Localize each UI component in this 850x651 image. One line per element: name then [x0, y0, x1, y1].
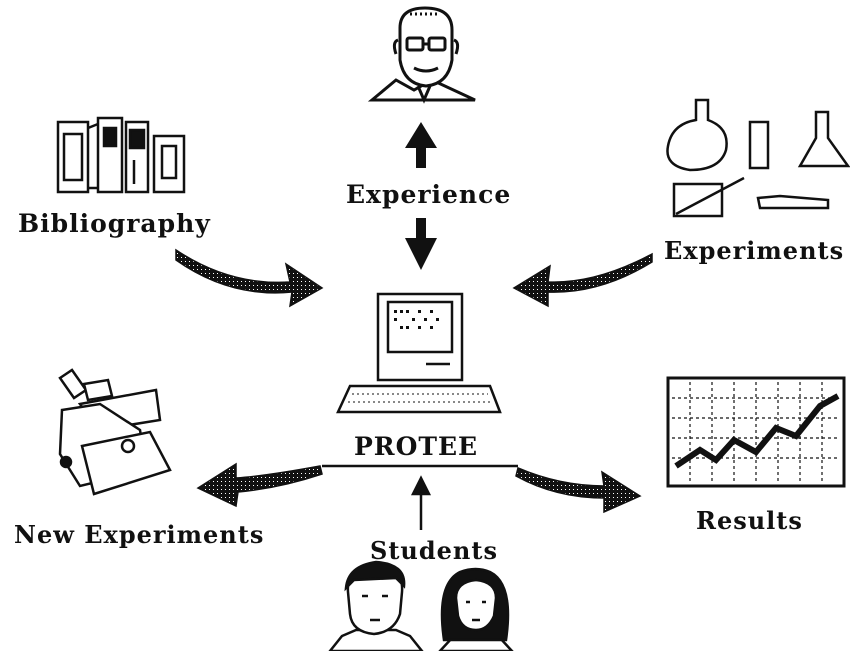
arrow-experiments-to-protee: [512, 252, 653, 308]
lab-glassware-icon: [666, 98, 850, 218]
macintosh-computer-icon: [336, 292, 502, 414]
results-chart-icon: [666, 376, 846, 488]
arrow-bibliography-to-protee: [175, 248, 324, 308]
arrow-students-up-icon: [410, 475, 432, 530]
results-label: Results: [696, 506, 803, 535]
expert-portrait-icon: [367, 6, 476, 104]
students-label: Students: [370, 536, 498, 565]
students-portraits-icon: [328, 560, 514, 651]
new-experiments-label: New Experiments: [14, 520, 265, 549]
bibliography-label: Bibliography: [18, 209, 211, 238]
protee-label: PROTEE: [354, 432, 479, 461]
arrow-up-icon: [405, 122, 437, 168]
experience-label: Experience: [346, 180, 512, 209]
arrow-protee-to-results: [515, 466, 642, 514]
experiments-label: Experiments: [664, 236, 845, 265]
arrow-protee-to-new-experiments: [196, 462, 323, 508]
books-icon: [56, 116, 186, 194]
microscope-icon: [58, 368, 172, 496]
arrow-down-icon: [405, 218, 437, 270]
